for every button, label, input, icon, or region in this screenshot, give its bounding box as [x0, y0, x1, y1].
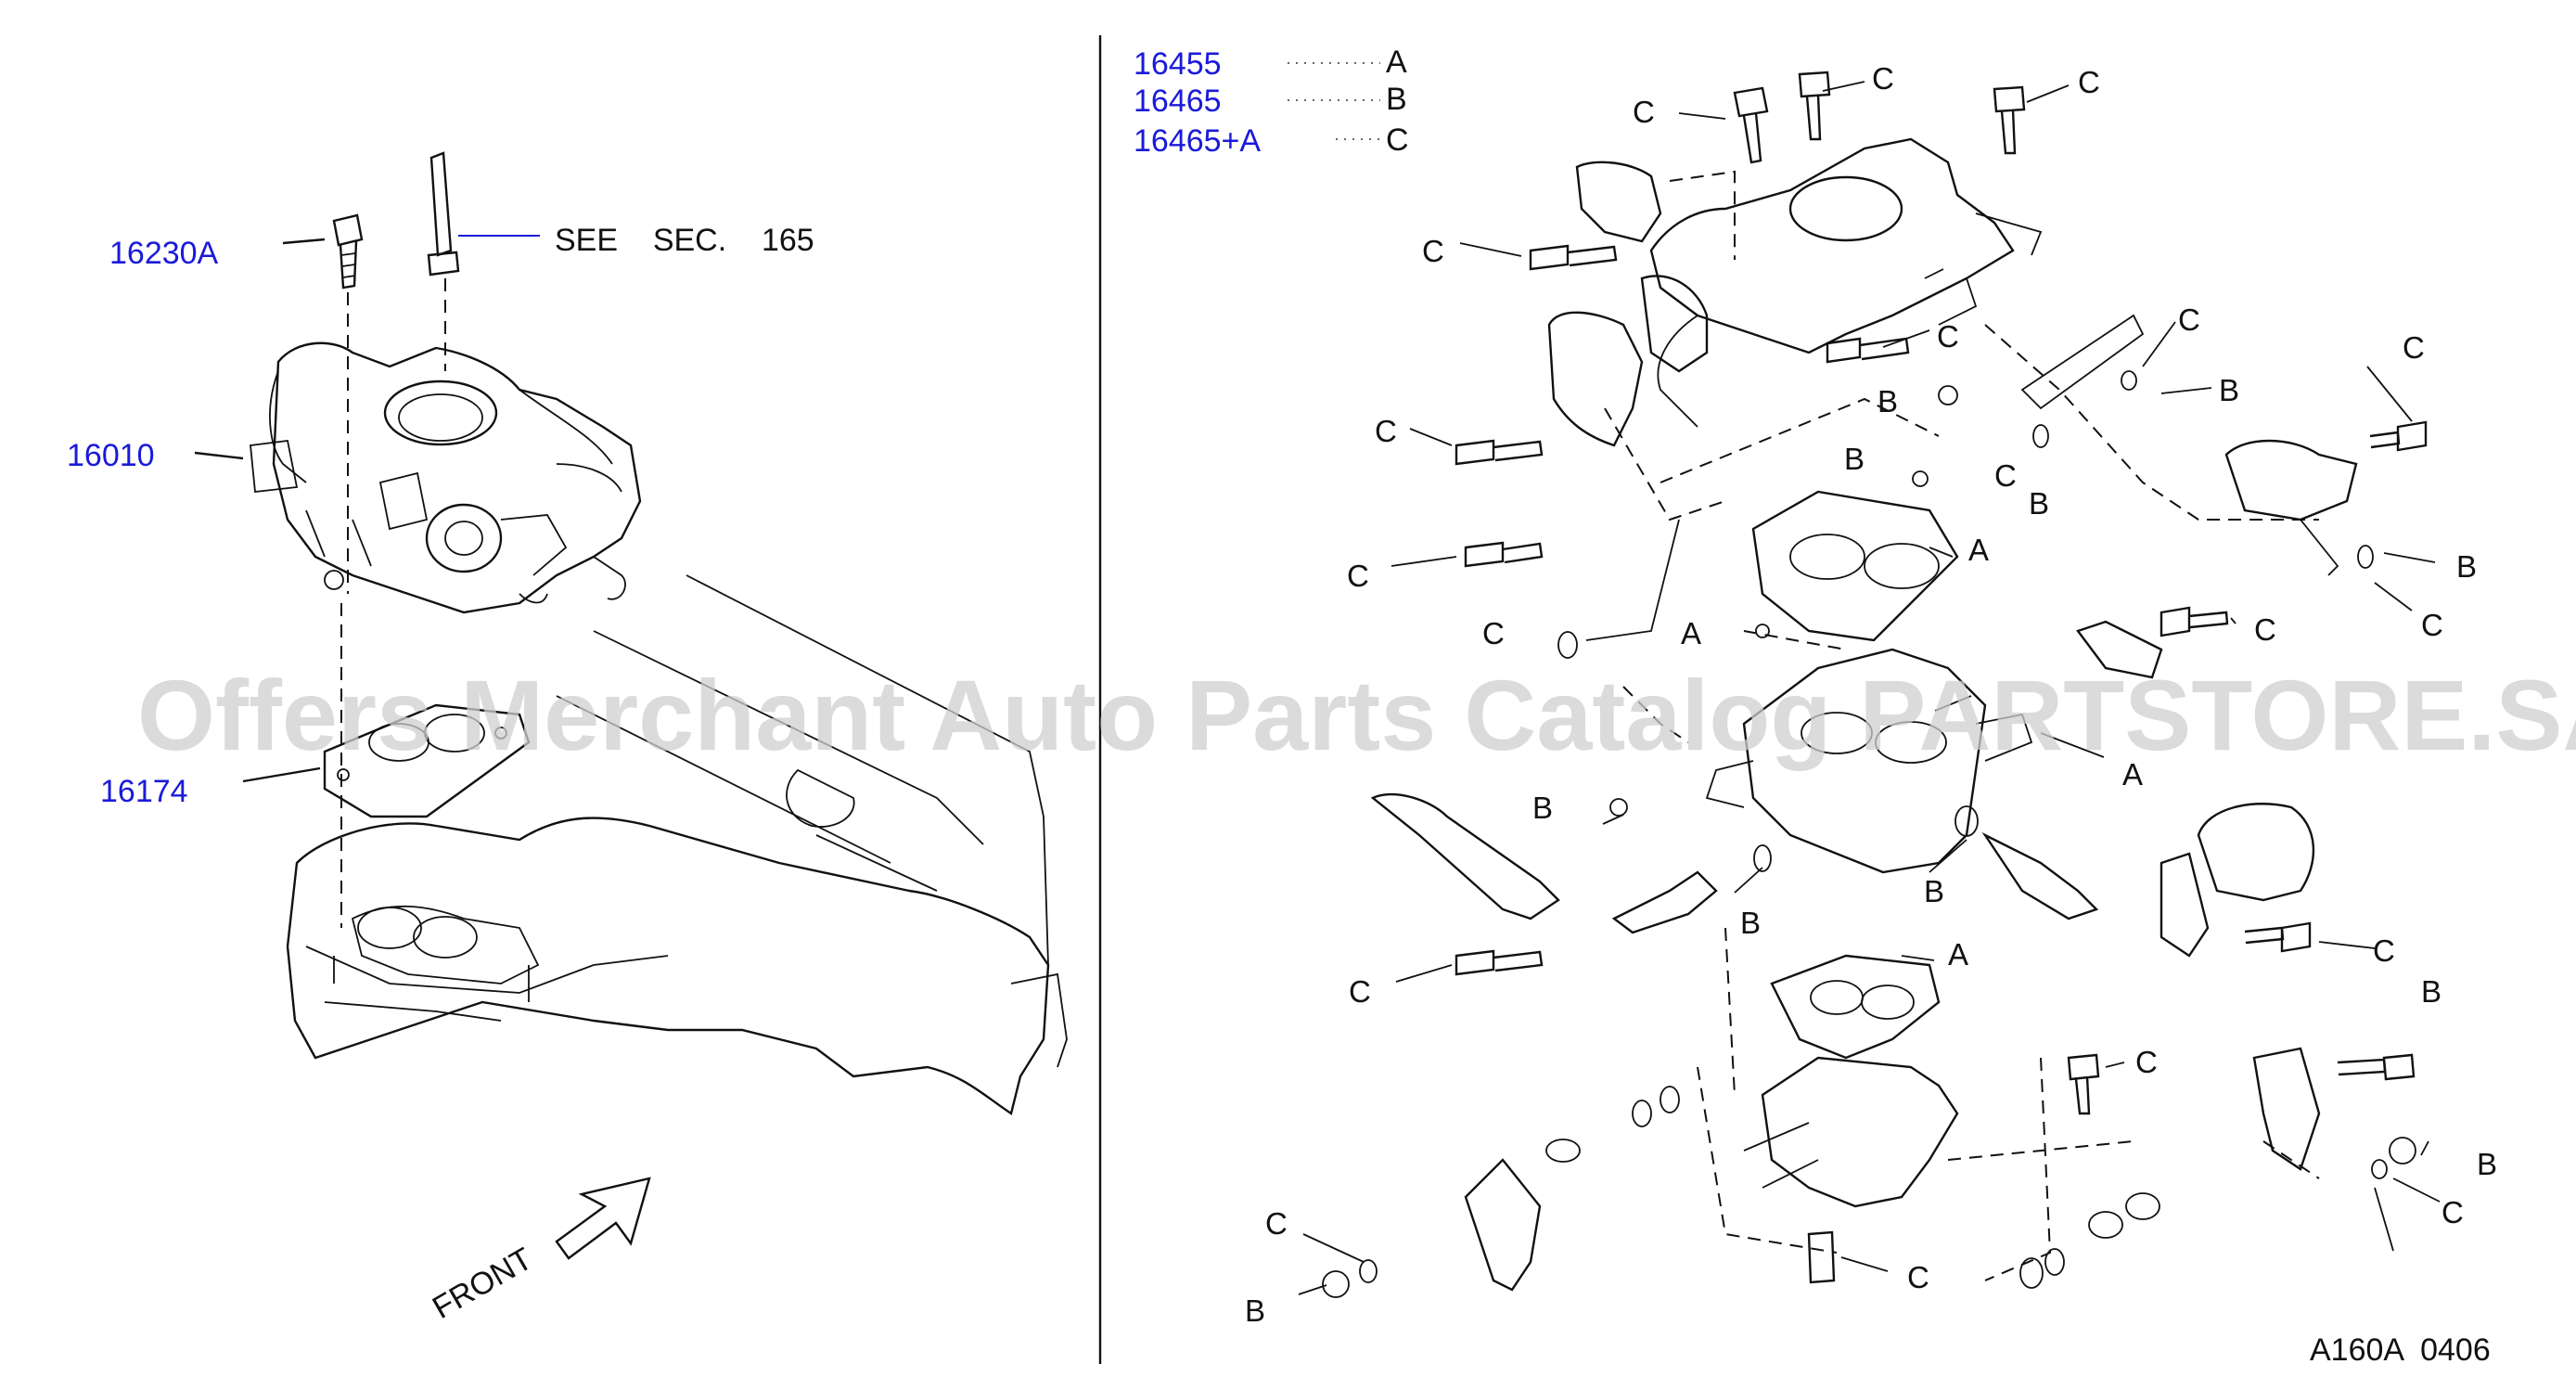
- stud-sec165-drawing: [427, 151, 460, 277]
- legend-part-link[interactable]: 16465+A: [1134, 123, 1261, 159]
- callout-c: C: [2403, 330, 2425, 365]
- leader-16230A: [282, 238, 326, 245]
- callout-letters: C C C C C B C B C C B C B C A B C C A C …: [1245, 61, 2497, 1328]
- callout-c: C: [2421, 608, 2443, 642]
- bolt-16230A-drawing: [332, 213, 364, 290]
- legend-part-link[interactable]: 16455: [1134, 46, 1222, 82]
- callout-c: C: [2178, 302, 2200, 337]
- engine-block-drawing: [286, 574, 1068, 1115]
- callout-c: C: [2135, 1045, 2158, 1079]
- callout-b: B: [2029, 486, 2049, 521]
- callout-c: C: [1872, 61, 1894, 96]
- leader-16010: [194, 451, 244, 460]
- front-label: FRONT: [427, 1241, 538, 1325]
- legend-letter: A: [1386, 45, 1407, 80]
- right-panel: 16455 A 16465 B 16465+A C: [1134, 45, 2497, 1368]
- callout-c: C: [1482, 616, 1505, 650]
- callout-c: C: [1907, 1260, 1929, 1294]
- callout-a: A: [1948, 937, 1968, 972]
- callout-b: B: [1844, 442, 1865, 476]
- callout-c: C: [1937, 319, 1959, 354]
- exploded-carburetor-drawing: [1298, 71, 2441, 1298]
- callout-a: A: [2122, 757, 2143, 791]
- callout-c: C: [2254, 612, 2276, 647]
- watermark-text: Offers Merchant Auto Parts Catalog PARTS…: [137, 659, 2576, 771]
- throttle-body-16010-drawing: [250, 341, 642, 614]
- part-link-16010[interactable]: 16010: [67, 438, 155, 473]
- callout-c: C: [1633, 95, 1655, 129]
- see-section-label: SEE SEC. 165: [555, 223, 814, 258]
- legend-part-link[interactable]: 16465: [1134, 84, 1222, 119]
- callout-b: B: [1532, 791, 1553, 825]
- callout-b: B: [2456, 549, 2477, 584]
- callout-c: C: [2078, 65, 2100, 99]
- callout-b: B: [2219, 373, 2239, 407]
- callout-c: C: [1265, 1206, 1288, 1241]
- callout-c: C: [2441, 1195, 2464, 1229]
- diagram-code: A160A 0406: [2310, 1332, 2491, 1368]
- callout-a: A: [1968, 533, 1989, 567]
- callout-c: C: [1375, 414, 1397, 448]
- legend: 16455 A 16465 B 16465+A C: [1134, 45, 1409, 159]
- callout-b: B: [1878, 384, 1898, 418]
- callout-b: B: [2477, 1147, 2497, 1181]
- callout-a: A: [1681, 616, 1701, 650]
- callout-c: C: [1347, 559, 1369, 593]
- callout-c: C: [1994, 458, 2017, 493]
- front-arrow-icon: [555, 1177, 651, 1260]
- callout-b: B: [1245, 1293, 1265, 1328]
- gasket-16174-drawing: [323, 703, 531, 818]
- part-link-16230A[interactable]: 16230A: [109, 236, 219, 271]
- callout-c: C: [1422, 234, 1444, 268]
- callout-c: C: [1349, 974, 1371, 1009]
- callout-c: C: [2373, 933, 2395, 968]
- legend-letter: C: [1386, 122, 1409, 158]
- leader-16174: [242, 766, 321, 783]
- callout-b: B: [1740, 906, 1761, 940]
- legend-letter: B: [1386, 82, 1407, 117]
- callout-b: B: [1924, 874, 1944, 908]
- part-link-16174[interactable]: 16174: [100, 774, 188, 809]
- callout-b: B: [2421, 974, 2441, 1009]
